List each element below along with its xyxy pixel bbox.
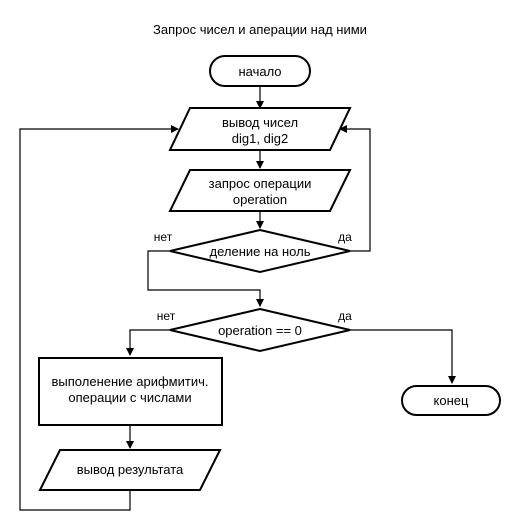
division-no-label: нет [154,230,173,244]
arrow-division-no [147,250,264,307]
request-operation-line1: запрос операции [209,176,312,191]
execute-operation-line2: операции с числами [68,390,191,405]
output-numbers-line2: dig1, dig2 [232,131,288,146]
arrow-division-yes-loop [339,125,371,252]
division-yes-label: да [338,230,352,244]
output-numbers-line1: вывод чисел [222,115,298,130]
operation-yes-label: да [338,309,352,323]
operation-no-label: нет [157,309,176,323]
operation-zero-decision: operation == 0 [169,307,351,353]
output-result-node: вывод результата [38,449,222,491]
arrow-result-loop [19,125,179,511]
arrow-operation-no [126,329,170,356]
start-node: начало [209,55,311,87]
connectors [19,86,456,511]
output-result-label: вывод результата [77,462,184,477]
execute-operation-line1: выполенение арифмитич. [52,374,209,389]
request-operation-node: запрос операции operation [168,169,352,212]
start-label: начало [238,64,281,79]
division-by-zero-label: деление на ноль [210,244,311,259]
operation-zero-label: operation == 0 [218,323,302,338]
request-operation-line2: operation [233,192,287,207]
arrow-operation-yes [350,329,456,384]
output-numbers-node: вывод чисел dig1, dig2 [168,107,352,151]
division-by-zero-decision: деление на ноль [169,228,351,274]
end-node: конец [401,385,501,416]
diagram-title: Запрос чисел и аперации над ними [153,22,367,37]
execute-operation-node: выполенение арифмитич. операции с числам… [38,357,223,426]
end-label: конец [434,393,469,408]
